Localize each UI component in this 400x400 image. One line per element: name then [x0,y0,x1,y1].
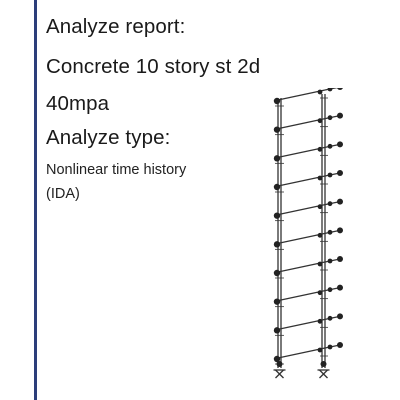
plastic-hinge [273,241,281,248]
plastic-hinge [317,347,323,353]
beam [277,261,326,273]
plastic-hinge [317,204,323,210]
plastic-hinge [337,342,343,348]
plastic-hinge [317,146,323,152]
beam [277,347,326,359]
base-hinge [320,361,327,367]
plastic-hinge [317,290,323,296]
plastic-hinge [327,344,333,350]
analyze-type-label: Analyze type: [46,126,171,149]
plastic-hinge [337,227,343,234]
plastic-hinge [327,287,333,293]
plastic-hinge [317,318,323,324]
model-name: Concrete 10 story st 2d [46,55,261,78]
plastic-hinge [317,232,323,238]
base-hinge [276,361,283,367]
plastic-hinge [273,97,281,105]
beam [277,290,326,302]
concrete-strength: 40mpa [46,92,110,115]
plastic-hinge [327,201,333,207]
plastic-hinge [317,118,323,124]
plastic-hinge [327,143,333,149]
plastic-hinge [317,261,323,267]
analyze-type-value: Nonlinear time history [46,162,187,178]
beam [277,318,326,330]
plastic-hinge [327,88,333,92]
plastic-hinge [327,115,333,121]
plastic-hinge [337,170,343,176]
plastic-hinge [273,298,281,305]
plastic-hinge [337,284,343,291]
beam [277,204,326,216]
analyze-type-value-cont: (IDA) [46,186,80,202]
plastic-hinge [337,88,343,90]
plastic-hinge [273,155,281,162]
beam [277,118,326,130]
plastic-hinge [273,269,281,277]
plastic-hinge [337,313,343,320]
plastic-hinge [317,175,323,181]
plastic-hinge [327,172,333,178]
plastic-hinge [273,212,281,219]
base-support-hatch [319,369,328,379]
beam [277,89,326,101]
plastic-hinge [273,126,281,133]
plastic-hinge [337,256,343,262]
beam [277,146,326,158]
plastic-hinge [337,112,343,119]
plastic-hinge [337,141,343,148]
beam-overhang [324,88,339,91]
plastic-hinge [273,327,281,334]
beam [277,175,326,187]
plastic-hinge [327,258,333,264]
plastic-hinge [337,198,343,205]
plastic-hinge [273,355,281,363]
plastic-hinge [327,229,333,235]
plastic-hinge [273,183,281,191]
10-story-2d-frame-icon [273,88,343,379]
analyze-report-label: Analyze report: [46,15,186,38]
plastic-hinge [317,89,323,95]
plastic-hinge [327,315,333,321]
beam [277,232,326,244]
base-support-hatch [275,369,284,379]
report-card: Analyze report: Concrete 10 story st 2d … [34,0,400,400]
